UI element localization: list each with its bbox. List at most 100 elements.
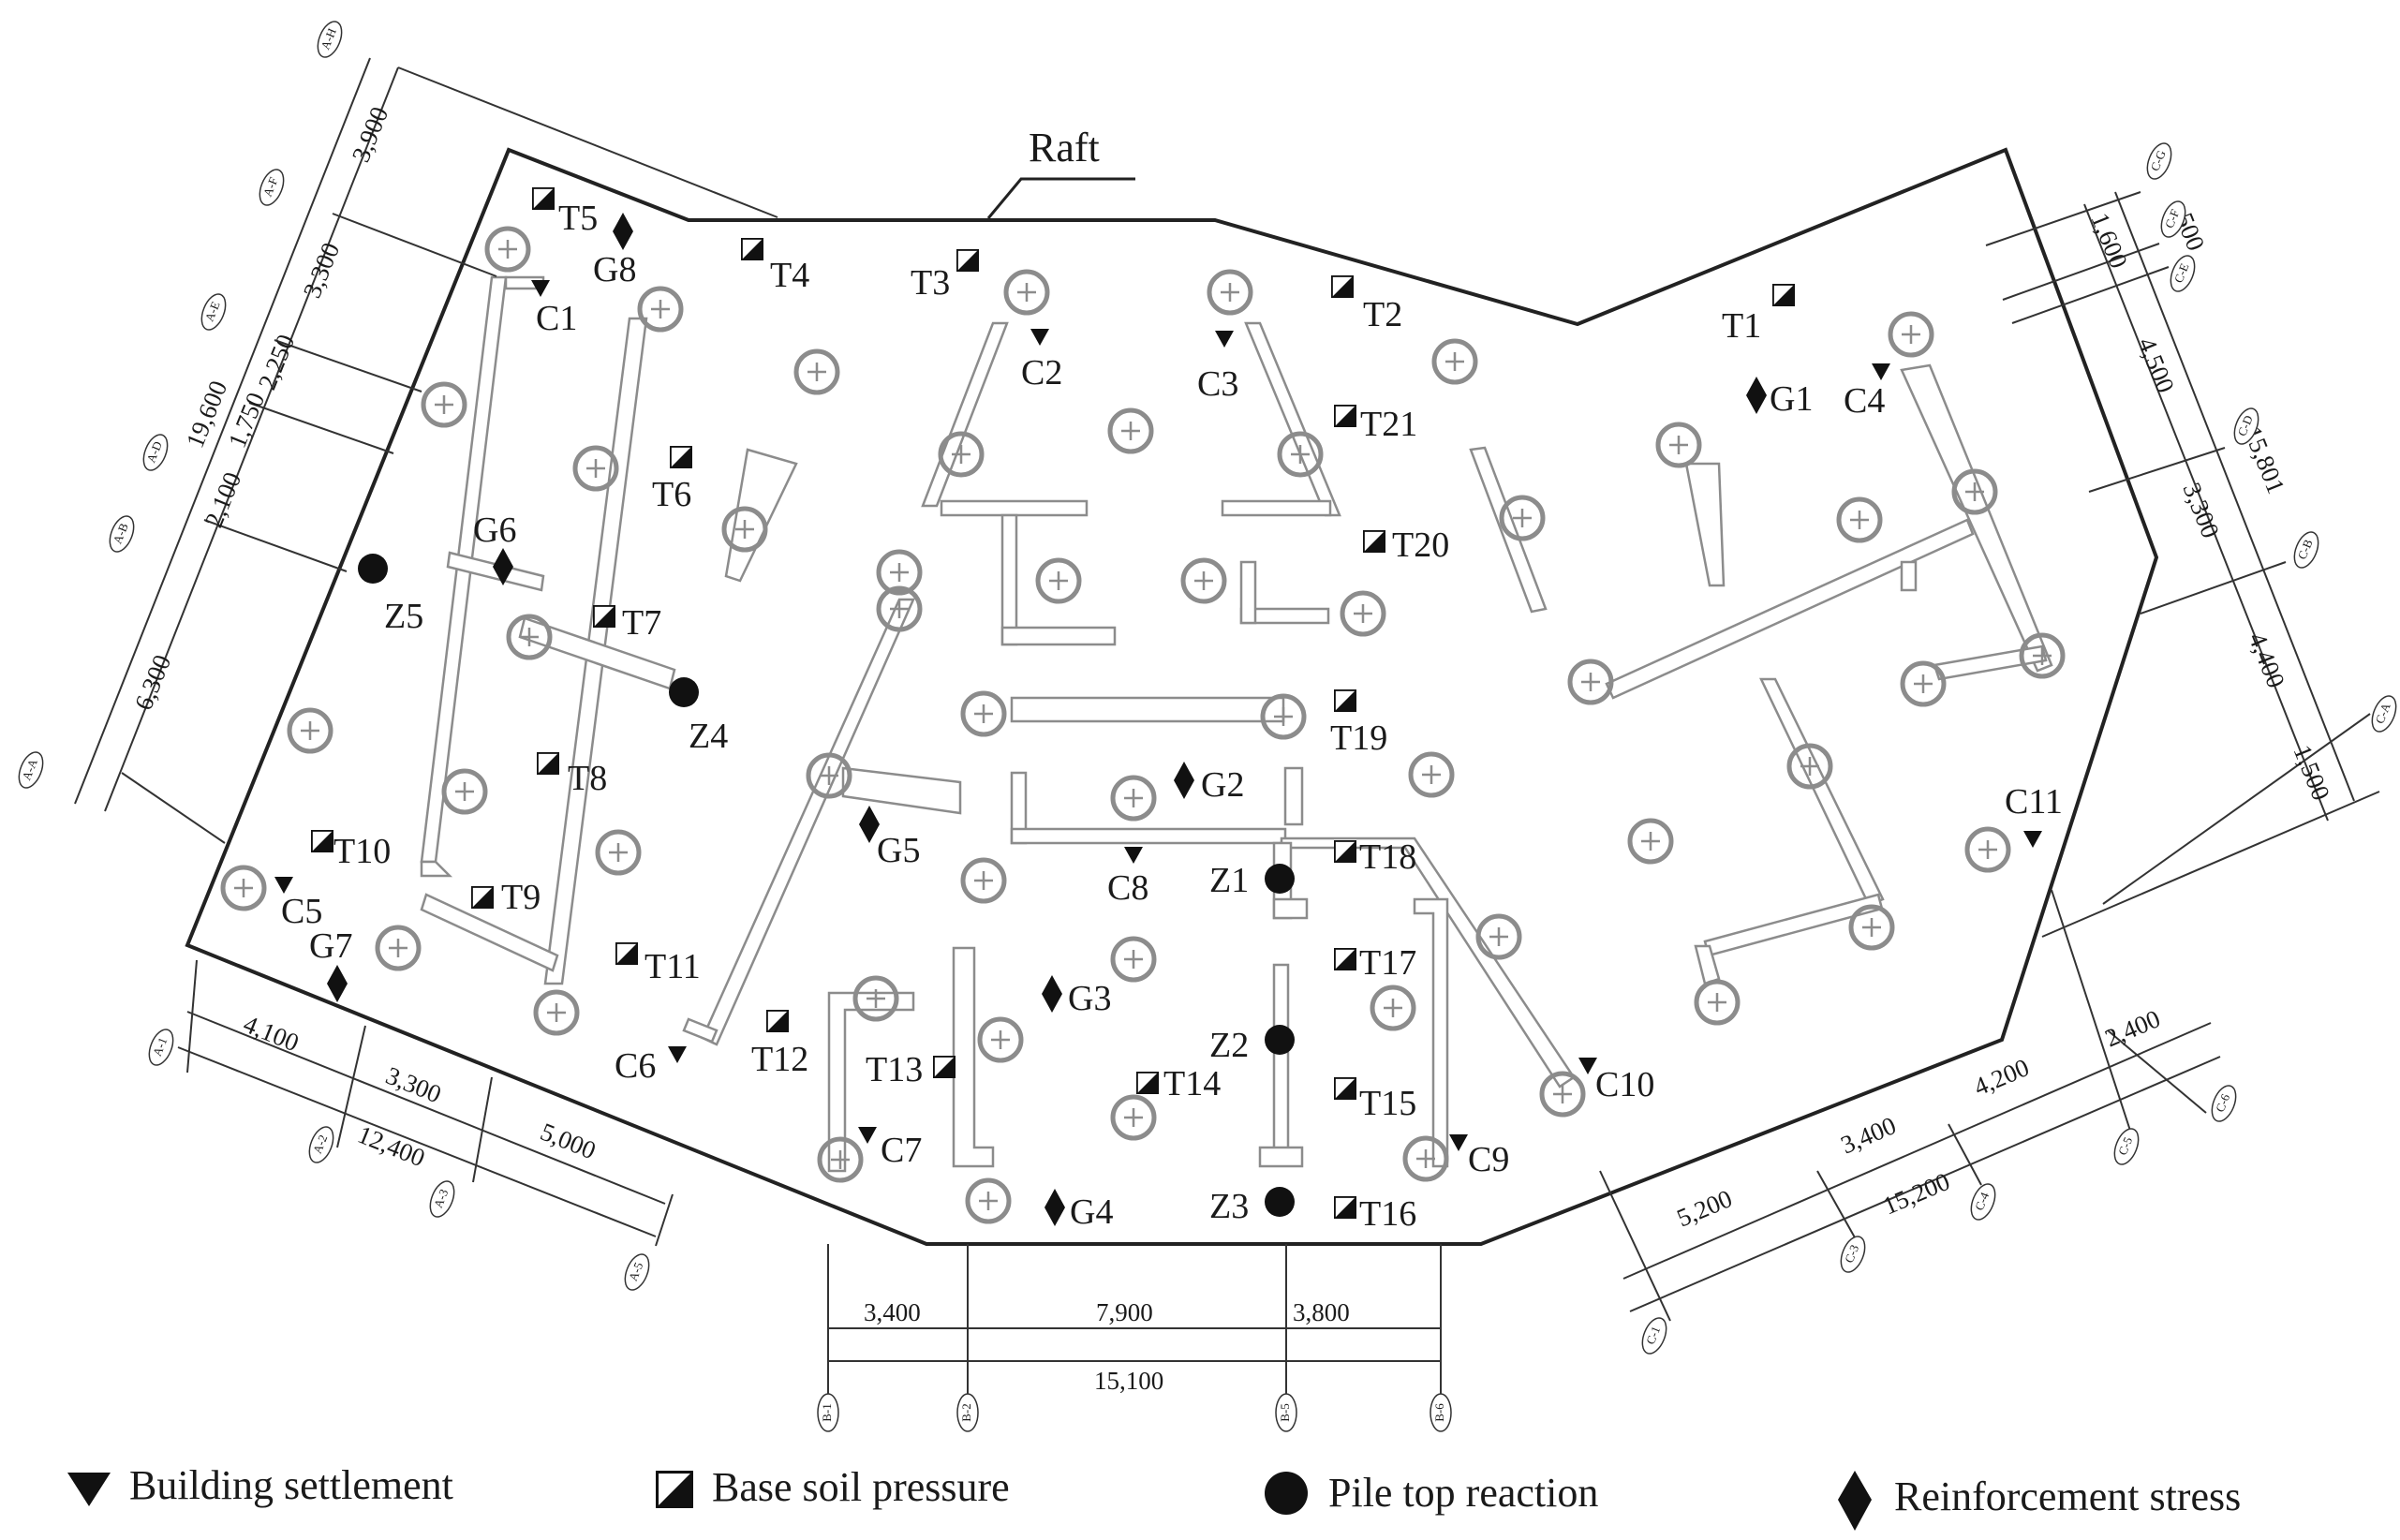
pile-icon	[1964, 826, 2011, 873]
soil-pressure-label: T4	[770, 256, 809, 295]
soil-pressure-label: T2	[1363, 295, 1402, 334]
axis-label: B-1	[820, 1403, 834, 1422]
pile-icon	[876, 585, 923, 632]
axis-bubble: A-2	[308, 1126, 334, 1163]
soil-pressure-label: T7	[622, 603, 661, 643]
axis-bubble: A-1	[148, 1029, 174, 1066]
axis-bubble: C-B	[2293, 531, 2319, 569]
pile-icon	[1408, 751, 1455, 798]
legend-pile-reaction-label: Pile top reaction	[1328, 1470, 1598, 1516]
axis-label: C-1	[1643, 1325, 1663, 1347]
half-square-icon	[537, 752, 559, 775]
rebar-stress-label: G2	[1201, 765, 1244, 805]
soil-pressure-label: T20	[1392, 526, 1449, 565]
rebar-stress-label: G1	[1770, 379, 1813, 419]
diamond-icon	[859, 806, 880, 843]
pile-icon	[852, 975, 899, 1022]
pile-icon	[1260, 693, 1307, 740]
axis-label: A-1	[150, 1035, 170, 1058]
pile-reaction-label: Z3	[1209, 1187, 1249, 1226]
legend-rebar-stress: Reinforcement stress	[1838, 1471, 2241, 1531]
pile-icon	[1003, 269, 1050, 316]
half-square-icon	[1772, 284, 1795, 306]
pile-reaction-label: Z5	[384, 597, 423, 636]
settlement-label: C10	[1595, 1065, 1654, 1104]
axis-bubble: B-1	[817, 1393, 839, 1432]
triangle-down-icon	[1578, 1058, 1597, 1074]
soil-pressure-label: T5	[558, 199, 598, 238]
dim-r-3300: 3,300	[2177, 479, 2225, 542]
axis-bubble: A-A	[18, 751, 44, 789]
legend: Building settlement Base soil pressure P…	[67, 1462, 2241, 1531]
axis-label: A-F	[260, 175, 281, 199]
pile-icon	[960, 857, 1007, 904]
axis-bubble: C-3	[1840, 1236, 1866, 1273]
axis-bubble: C-F	[2160, 200, 2186, 238]
rebar-stress-label: G3	[1068, 979, 1111, 1018]
settlement-label: C5	[281, 892, 322, 931]
pile-reaction-label: Z4	[689, 717, 728, 756]
pile-icon	[965, 1177, 1012, 1224]
triangle-down-icon	[1449, 1134, 1468, 1151]
axis-label: A-2	[310, 1133, 330, 1155]
axis-bubble: A-D	[142, 434, 169, 471]
pile-icon	[806, 752, 852, 799]
raft-leader-line	[986, 177, 1135, 219]
pile-icon	[1951, 468, 1998, 515]
pile-icon	[375, 925, 422, 971]
pile-icon	[1035, 557, 1082, 604]
pile-icon	[1848, 904, 1895, 951]
settlement-label: C4	[1844, 381, 1885, 421]
soil-pressure-label: T19	[1330, 718, 1387, 758]
triangle-down-icon	[1872, 363, 1890, 380]
axis-label: C-3	[1842, 1243, 1861, 1266]
legend-pile-reaction: Pile top reaction	[1265, 1470, 1598, 1516]
soil-pressure-label: T9	[501, 878, 541, 917]
soil-pressure-label: T13	[866, 1050, 923, 1089]
triangle-down-icon	[1030, 329, 1049, 346]
axis-bubble: C-6	[2211, 1085, 2237, 1122]
soil-pressure-label: T1	[1722, 306, 1761, 346]
axis-label: A-3	[431, 1187, 451, 1209]
triangle-down-icon	[67, 1473, 111, 1506]
legend-settlement: Building settlement	[67, 1462, 453, 1508]
soil-pressure-label: T3	[911, 263, 950, 303]
diamond-icon	[327, 965, 348, 1002]
axis-bubble: C-4	[1970, 1183, 1996, 1221]
settlement-label: C7	[881, 1131, 922, 1170]
triangle-down-icon	[1215, 331, 1234, 348]
rebar-stress-label: G4	[1070, 1192, 1113, 1232]
dim-bl-12400: 12,400	[354, 1120, 429, 1173]
axis-label: C-F	[2162, 207, 2182, 230]
pile-icon	[977, 1016, 1024, 1063]
half-square-icon	[741, 238, 763, 260]
triangle-down-icon	[668, 1046, 687, 1063]
axis-bubble: C-D	[2233, 407, 2259, 445]
pile-icon	[1340, 590, 1386, 637]
dim-b-7900: 7,900	[1096, 1298, 1153, 1326]
settlement-label: C2	[1021, 353, 1062, 392]
pile-reaction-label: Z2	[1209, 1026, 1249, 1065]
dim-b-15100: 15,100	[1094, 1367, 1163, 1395]
pile-icon	[1110, 936, 1157, 983]
dim-left-1750: 1,750	[223, 389, 271, 452]
axis-bubble: A-5	[624, 1253, 650, 1291]
pile-icon	[1107, 407, 1154, 454]
axis-bubble: C-G	[2146, 142, 2172, 180]
axis-label: C-5	[2115, 1135, 2135, 1158]
dimension-lines	[74, 57, 2380, 1405]
dim-b-3400: 3,400	[864, 1298, 921, 1326]
pile-icon	[1431, 338, 1478, 385]
pile-icon	[1475, 913, 1522, 960]
pile-icon	[441, 768, 488, 815]
settlement-label: C8	[1107, 868, 1148, 908]
pile-icon	[637, 286, 684, 333]
soil-pressure-label: T8	[568, 759, 607, 798]
dim-left-2100: 2,100	[200, 468, 247, 532]
raft-label: Raft	[1029, 125, 1100, 170]
pile-icon	[1110, 1094, 1157, 1141]
half-square-icon	[1136, 1072, 1159, 1094]
pile-icon	[572, 445, 619, 492]
